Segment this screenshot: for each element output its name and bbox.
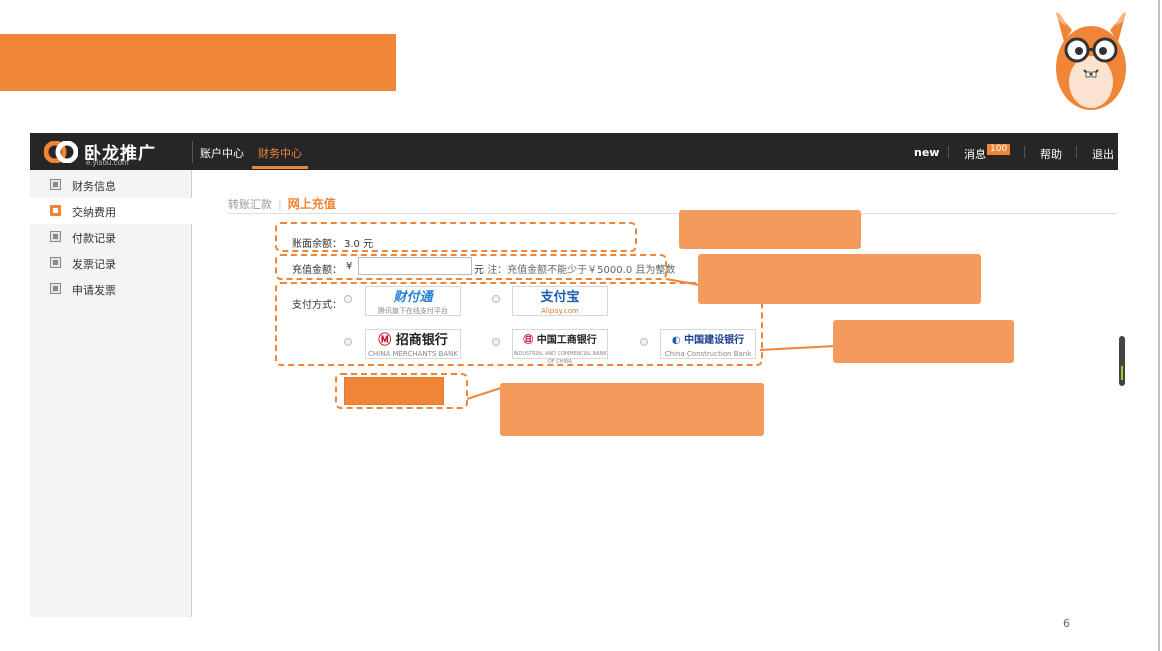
payment-option-name: Ⓜ 招商银行 — [366, 332, 460, 350]
payment-option-subtitle: 腾讯旗下在线支付平台 — [378, 307, 448, 315]
help-link[interactable]: 帮助 — [1040, 148, 1062, 161]
payment-option-name: ◐ 中国建设银行 — [661, 332, 755, 350]
brand-domain: e.yisou.com — [86, 158, 129, 167]
breadcrumb-online-recharge[interactable]: 网上充值 — [287, 197, 336, 211]
nav-divider — [1024, 146, 1025, 158]
amount-note: 元 注：充值金额不能少于￥5000.0 且为整数 — [474, 261, 675, 276]
breadcrumb-transfer[interactable]: 转账汇款 — [228, 198, 272, 211]
tab-account-center[interactable]: 账户中心 — [200, 147, 244, 160]
scrollbar-handle[interactable] — [1119, 336, 1125, 386]
amount-unit: 元 — [474, 265, 484, 276]
pay-fees-icon — [50, 205, 61, 216]
recharge-submit-button[interactable] — [344, 377, 444, 405]
active-notch — [185, 201, 193, 221]
app-window: 卧龙推广 e.yisou.com 账户中心 财务中心 new 消息 100 帮助… — [30, 133, 1118, 617]
payment-option-subtitle: CHINA MERCHANTS BANK — [368, 350, 458, 358]
finance-info-icon — [50, 179, 61, 190]
slide-right-edge — [1158, 0, 1160, 651]
highlight-payment-methods — [275, 282, 763, 366]
nav-divider — [1076, 146, 1077, 158]
payment-option-ccb[interactable]: ◐ 中国建设银行 China Construction Bank — [660, 329, 756, 359]
radio-cmb[interactable] — [344, 338, 352, 346]
sidebar-item-label: 付款记录 — [72, 232, 116, 245]
payment-option-tenpay[interactable]: 财付通 腾讯旗下在线支付平台 — [365, 286, 461, 316]
sidebar-item-finance-info[interactable]: 财务信息 — [30, 172, 192, 198]
new-link[interactable]: new — [914, 146, 940, 159]
ccb-logo-icon: ◐ — [671, 335, 681, 346]
brand-name: 卧龙推广 — [84, 144, 156, 164]
callout-amount — [698, 254, 981, 304]
amount-input[interactable] — [358, 257, 472, 275]
top-navbar: 卧龙推广 e.yisou.com 账户中心 财务中心 new 消息 100 帮助… — [30, 133, 1118, 170]
sidebar-item-invoice-records[interactable]: 发票记录 — [30, 250, 192, 276]
bank-name-text: 中国建设银行 — [684, 335, 745, 346]
payment-option-name: 支付宝 — [540, 290, 580, 305]
cmb-logo-icon: Ⓜ — [378, 333, 392, 348]
bank-name-text: 中国工商银行 — [536, 335, 597, 346]
payment-option-icbc[interactable]: ㊐ 中国工商银行 INDUSTRIAL AND COMMERCIAL BANK … — [512, 329, 608, 365]
radio-tenpay[interactable] — [344, 295, 352, 303]
callout-payment — [833, 320, 1014, 363]
breadcrumb-underline — [228, 213, 1117, 214]
radio-alipay[interactable] — [492, 295, 500, 303]
logout-link[interactable]: 退出 — [1092, 148, 1114, 161]
amount-rule: 注：充值金额不能少于￥5000.0 且为整数 — [487, 265, 676, 276]
sidebar-item-apply-invoice[interactable]: 申请发票 — [30, 276, 192, 302]
radio-ccb[interactable] — [640, 338, 648, 346]
apply-invoice-icon — [50, 283, 61, 294]
callout-submit — [500, 383, 764, 436]
brand-logo[interactable]: 卧龙推广 e.yisou.com — [44, 138, 184, 168]
breadcrumb: 转账汇款 | 网上充值 — [228, 195, 336, 212]
logo-mark-icon — [44, 141, 78, 163]
payment-option-subtitle: Alipay.com — [541, 307, 579, 315]
tab-finance-center[interactable]: 财务中心 — [258, 147, 302, 160]
icbc-logo-icon: ㊐ — [523, 335, 534, 346]
payment-option-subtitle: INDUSTRIAL AND COMMERCIAL BANK OF CHINA — [513, 351, 607, 365]
payment-option-name: 财付通 — [393, 290, 433, 305]
sidebar-item-payment-records[interactable]: 付款记录 — [30, 224, 192, 250]
sidebar-item-label: 发票记录 — [72, 258, 116, 271]
payment-option-alipay[interactable]: 支付宝 Alipay.com — [512, 286, 608, 316]
payment-option-subtitle: China Construction Bank — [664, 350, 752, 358]
sidebar-item-label: 财务信息 — [72, 180, 116, 193]
bank-name-text: 招商银行 — [395, 333, 448, 348]
title-banner — [0, 34, 396, 91]
balance-label: 账面余额： — [292, 239, 342, 250]
payment-method-label: 支付方式： — [292, 300, 342, 311]
messages-count-badge: 100 — [987, 144, 1011, 155]
sidebar: 财务信息 交纳费用 付款记录 发票记录 申请发票 — [30, 170, 193, 617]
invoice-icon — [50, 257, 61, 268]
highlight-amount — [275, 254, 667, 280]
list-icon — [50, 231, 61, 242]
callout-balance — [679, 210, 861, 249]
sidebar-item-label: 申请发票 — [72, 284, 116, 297]
highlight-balance — [275, 222, 637, 252]
sidebar-item-label: 交纳费用 — [72, 206, 116, 219]
slide-page-number: 6 — [1063, 617, 1070, 630]
payment-option-cmb[interactable]: Ⓜ 招商银行 CHINA MERCHANTS BANK — [365, 329, 461, 359]
radio-icbc[interactable] — [492, 338, 500, 346]
llama-mascot-icon — [1056, 12, 1126, 110]
active-tab-indicator — [252, 166, 308, 169]
sidebar-item-pay-fees[interactable]: 交纳费用 — [30, 198, 193, 224]
balance-value: 3.0 元 — [344, 239, 374, 250]
amount-label: 充值金额： — [292, 265, 342, 276]
highlight-submit — [335, 373, 468, 409]
nav-divider — [948, 146, 949, 158]
breadcrumb-divider: | — [278, 198, 282, 211]
currency-symbol: ¥ — [346, 261, 353, 272]
payment-option-name: ㊐ 中国工商银行 — [513, 332, 607, 350]
messages-link[interactable]: 消息 — [964, 148, 986, 161]
logo-divider — [192, 141, 193, 163]
